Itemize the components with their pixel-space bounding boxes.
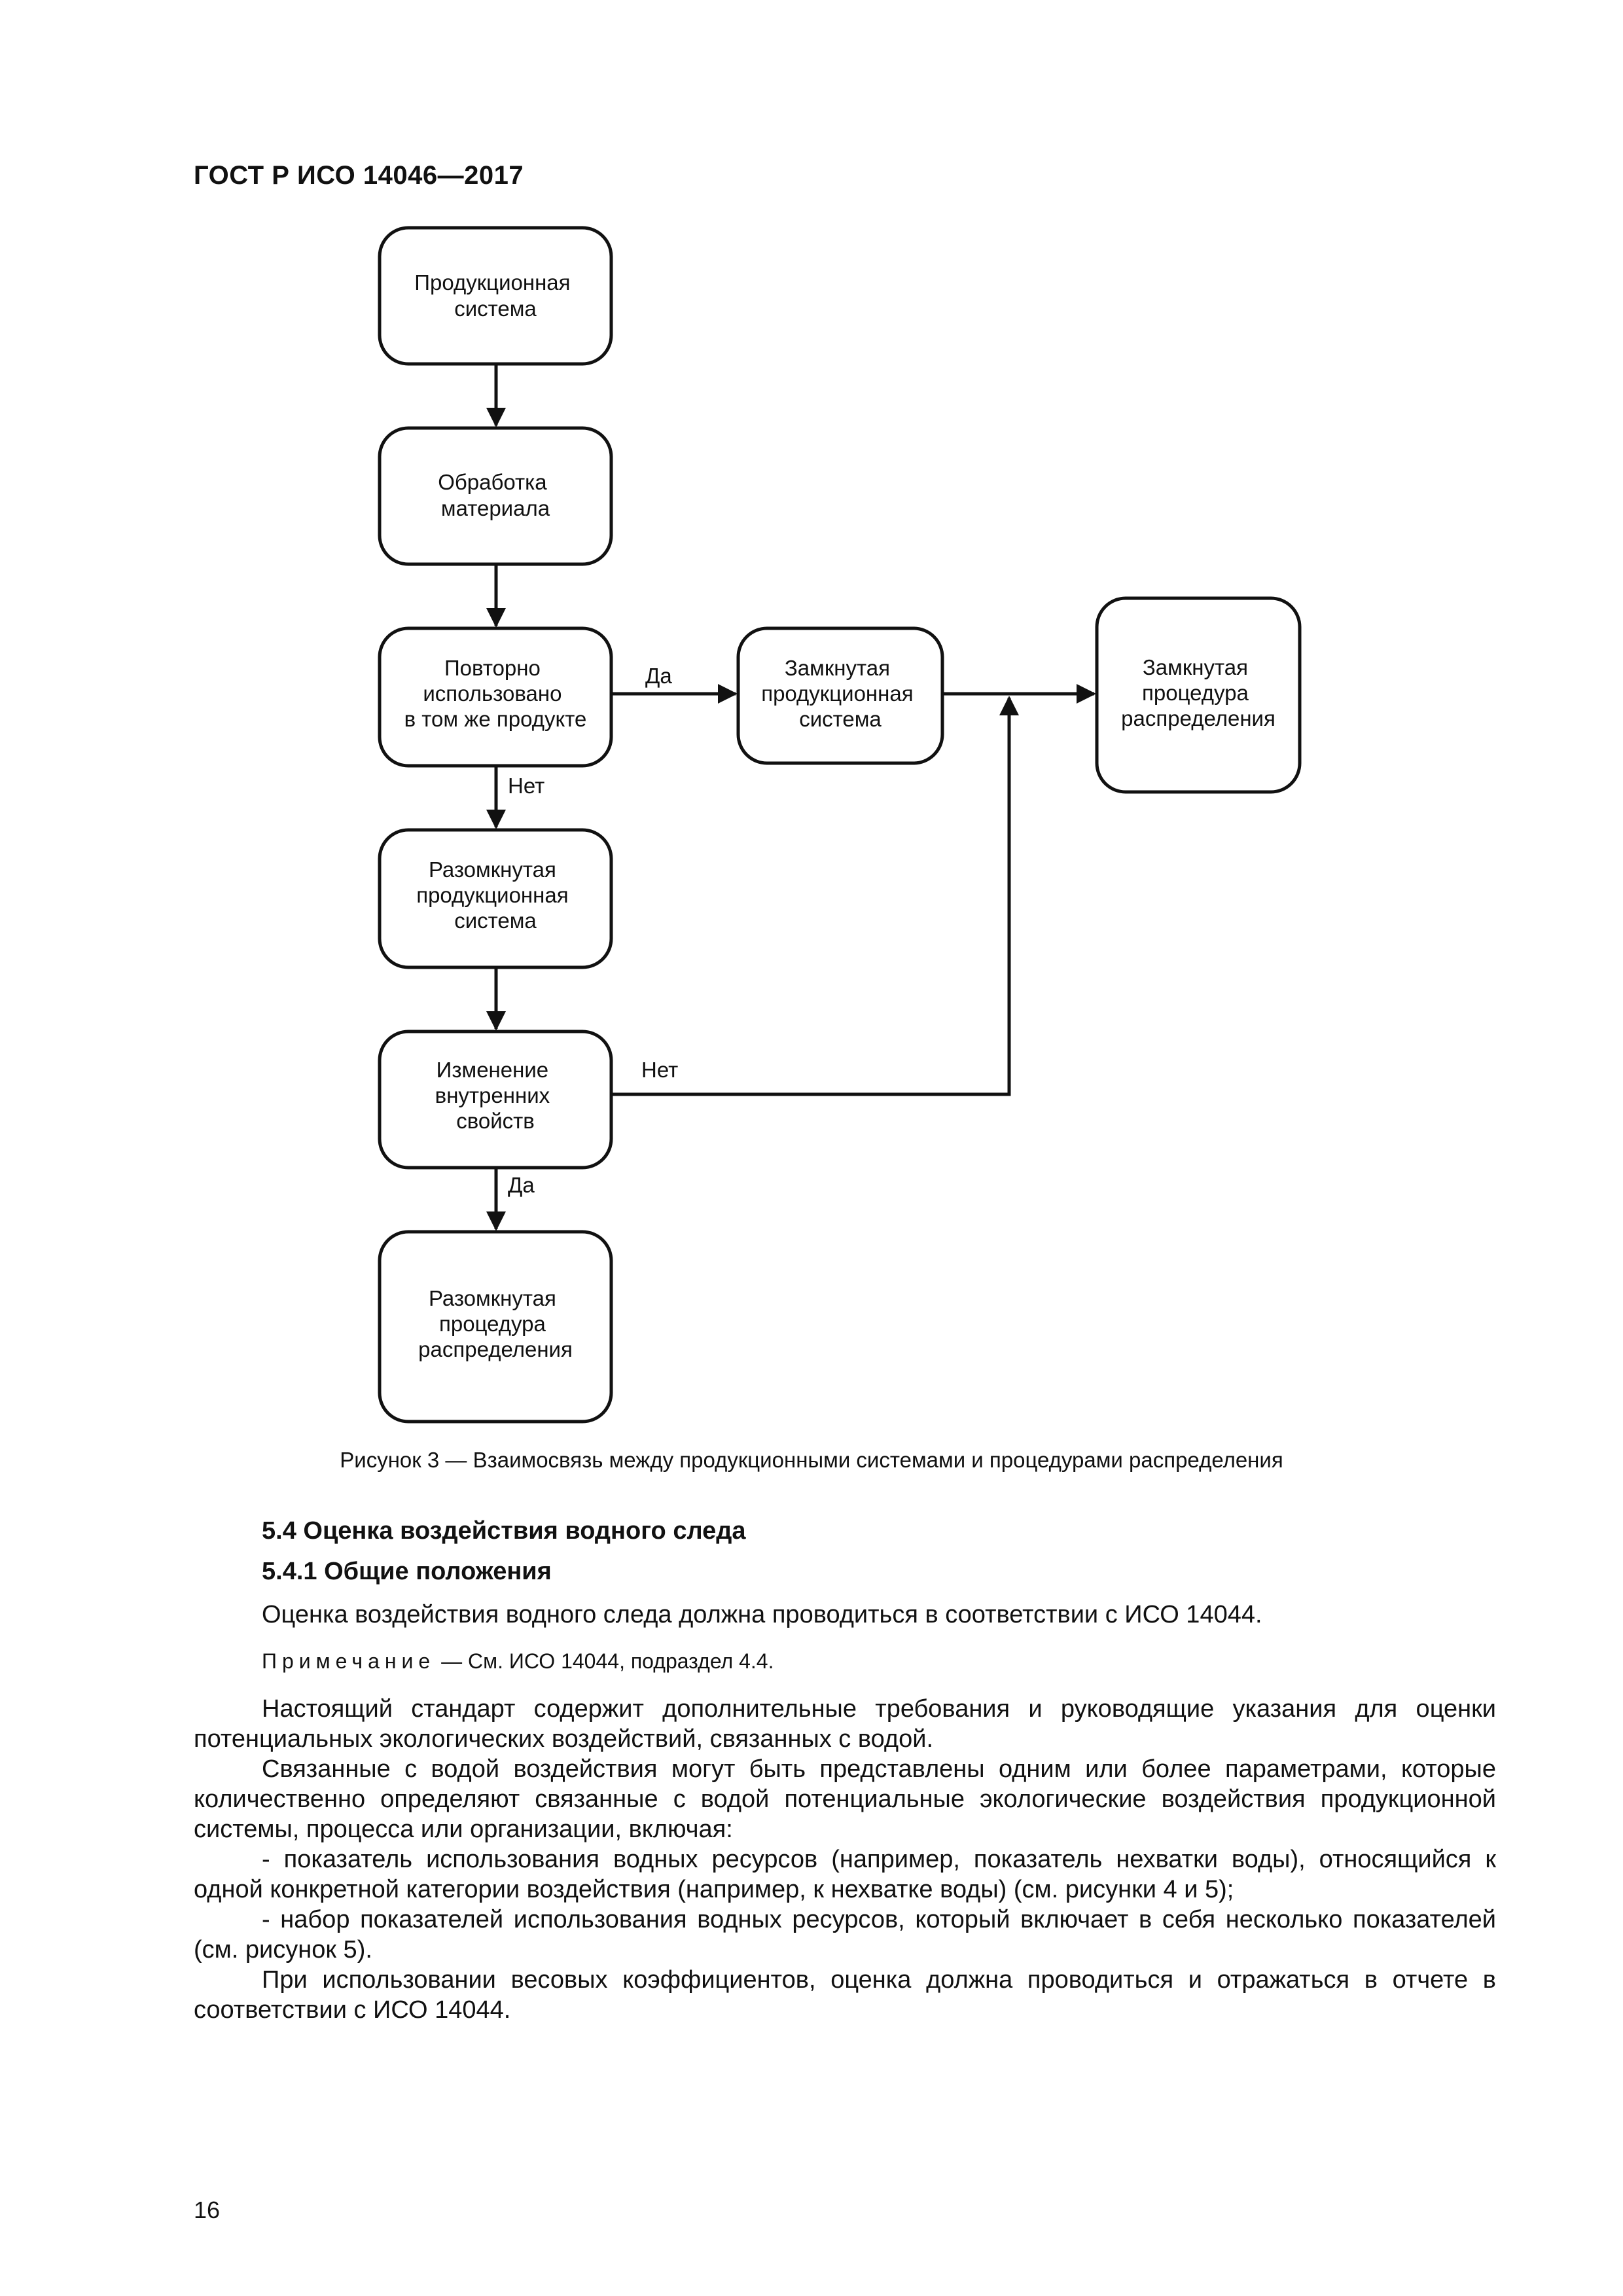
svg-text:Повторно использовано: Повторно использовано в том же продукте bbox=[404, 656, 587, 731]
box-open-production-system: Разомкнутая продукционная система bbox=[378, 828, 613, 969]
page-number: 16 bbox=[194, 2197, 221, 2223]
paragraph-4: - набор показателей использования водных… bbox=[194, 1906, 1496, 1964]
box-change-properties: Изменение внутренних свойств bbox=[378, 1030, 613, 1170]
paragraph-2: Связанные с водой воздействия могут быть… bbox=[194, 1755, 1496, 1843]
arrow-change-to-merge bbox=[611, 696, 1019, 1096]
label-no-reuse: Нет bbox=[508, 774, 544, 798]
box-open-allocation: Разомкнутая процедура распределения bbox=[378, 1230, 613, 1424]
svg-text:Замкнутая процедура: Замкнутая процедура распределения bbox=[1121, 655, 1275, 730]
figure-caption: Рисунок 3 — Взаимосвязь между продукцион… bbox=[340, 1448, 1283, 1472]
document-header: ГОСТ Р ИСО 14046—2017 bbox=[194, 161, 524, 190]
svg-text:Разомкнутая процедура: Разомкнутая процедура распределения bbox=[418, 1286, 573, 1361]
paragraph-3: - показатель использования водных ресурс… bbox=[194, 1846, 1496, 1903]
section-heading-5-4-1: 5.4.1 Общие положения bbox=[262, 1558, 552, 1585]
section-heading-5-4: 5.4 Оценка воздействия водного следа bbox=[262, 1517, 746, 1545]
note-text: — См. ИСО 14044, подраздел 4.4. bbox=[435, 1649, 774, 1673]
svg-text:Замкнутая продукционная: Замкнутая продукционная система bbox=[761, 656, 919, 731]
box-production-system: Продукционная система bbox=[378, 226, 613, 366]
note-label: Примечание bbox=[262, 1649, 436, 1673]
svg-text:Изменение внутренних: Изменение внутренних свойств bbox=[435, 1058, 556, 1133]
paragraph-5: При использовании весовых коэффициентов,… bbox=[194, 1966, 1496, 2024]
svg-text:Разомкнутая продукционна: Разомкнутая продукционная система bbox=[416, 857, 575, 933]
note: Примечание — См. ИСО 14044, подраздел 4.… bbox=[262, 1649, 774, 1674]
svg-text:Обработка материала: Обработка материала bbox=[438, 470, 553, 520]
box-material-processing: Обработка материала bbox=[378, 426, 613, 566]
intro-paragraph: Оценка воздействия водного следа должна … bbox=[262, 1601, 1262, 1628]
flowchart: Продукционная система Обработка материал… bbox=[378, 226, 1302, 1424]
label-no-change: Нет bbox=[641, 1058, 678, 1082]
label-yes-reuse: Да bbox=[645, 664, 672, 688]
box-closed-allocation: Замкнутая процедура распределения bbox=[1095, 596, 1302, 794]
body-text: Настоящий стандарт содержит дополнительн… bbox=[194, 1694, 1496, 2025]
box-reused-same-product: Повторно использовано в том же продукте bbox=[378, 626, 613, 768]
box-closed-production-system: Замкнутая продукционная система bbox=[736, 626, 944, 765]
paragraph-1: Настоящий стандарт содержит дополнительн… bbox=[194, 1695, 1496, 1753]
label-yes-change: Да bbox=[508, 1173, 535, 1197]
svg-text:Продукционная система: Продукционная система bbox=[414, 270, 576, 321]
